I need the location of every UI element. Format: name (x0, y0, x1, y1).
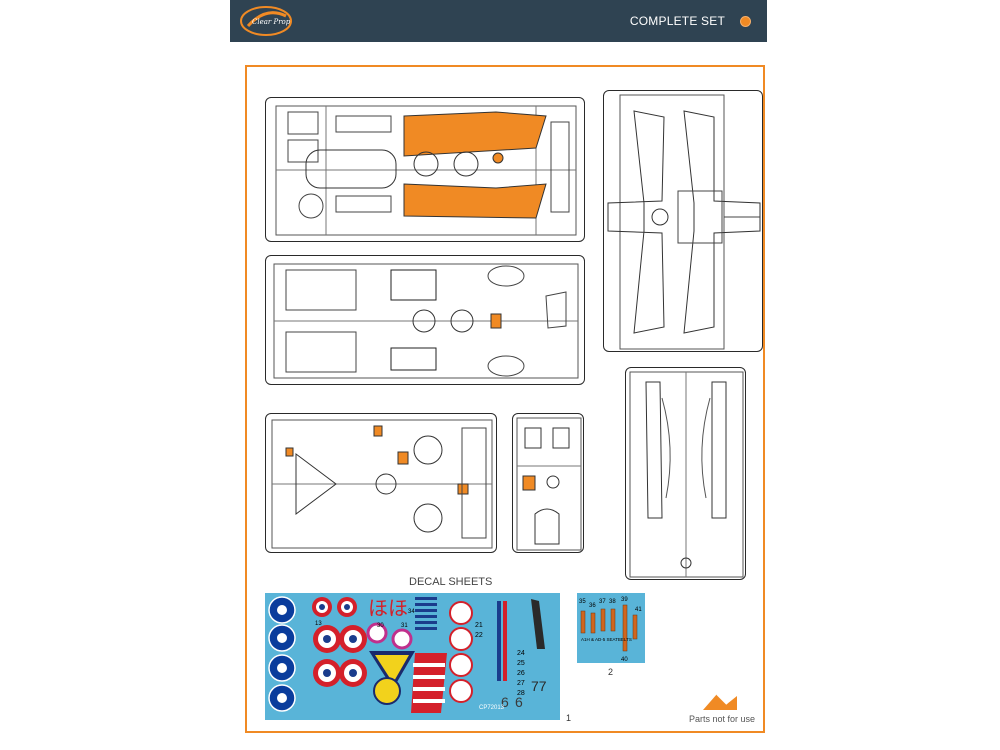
decal-sheet-1: ほ ほ 21 22 24 25 26 27 28 (265, 593, 560, 720)
decal2-caption: A1H & AD-5 SEATBELTS (581, 637, 632, 642)
decal-sheet-1-number: 1 (566, 713, 572, 723)
decal-number-31: 31 (401, 623, 408, 629)
decal-number-34: 34 (408, 609, 415, 615)
decal-number-21: 21 (475, 622, 483, 629)
decal-ho-2: ほ (388, 596, 408, 620)
clear-sprue-drawing (629, 371, 744, 578)
decal-sheet-2-number: 2 (608, 667, 614, 677)
decal-number-24: 24 (517, 650, 525, 657)
decal-sheets-title: DECAL SHEETS (409, 576, 493, 588)
sprue-c (265, 413, 497, 553)
orange-dot-icon (740, 16, 751, 27)
parts-not-for-use-note: Parts not for use (689, 714, 756, 724)
sprue-b (265, 255, 585, 385)
sprue-b-drawing (273, 263, 579, 379)
decal-ho-1: ほ (368, 596, 388, 620)
decal-number-22: 22 (475, 632, 483, 639)
sprue-c-drawing (271, 419, 493, 549)
decal2-number-40: 40 (621, 657, 628, 663)
decal-number-25: 25 (517, 660, 525, 667)
decal-number-6a: 6 (501, 694, 509, 710)
decal2-number-39: 39 (621, 597, 628, 603)
page-title: COMPLETE SET (629, 14, 725, 28)
decal-number-27: 27 (517, 680, 525, 687)
decal-number-26: 26 (517, 670, 525, 677)
sprue-wing (603, 90, 763, 352)
decal-sheet-2-artwork: 35 36 37 38 39 40 41 A1H & AD-5 SEATBELT… (579, 597, 642, 663)
decal2-number-37: 37 (599, 599, 606, 605)
sprue-clear (625, 367, 746, 580)
decal2-number-38: 38 (609, 599, 616, 605)
decal-sheet-2: 35 36 37 38 39 40 41 A1H & AD-5 SEATBELT… (577, 593, 645, 663)
svg-text:Clear Prop: Clear Prop (252, 18, 291, 26)
parts-not-for-use-icon (703, 693, 737, 710)
decal2-number-41: 41 (635, 607, 642, 613)
decal2-number-36: 36 (589, 603, 596, 609)
decal-number-13: 13 (315, 621, 322, 627)
wing-drawing (607, 94, 761, 350)
decal2-number-35: 35 (579, 599, 586, 605)
clear-prop-logo: Clear Prop (240, 6, 292, 36)
sprue-d-drawing (516, 417, 582, 551)
sprue-d (512, 413, 584, 553)
header-bar: Clear Prop COMPLETE SET (230, 0, 767, 42)
decal-number-77: 77 (531, 678, 547, 694)
decal-number-28: 28 (517, 690, 525, 697)
sprue-a (265, 97, 585, 242)
decal-sheet-1-artwork: ほ ほ 21 22 24 25 26 27 28 (268, 596, 547, 713)
decal-code: CP72013 (479, 705, 505, 711)
sprue-a-drawing (275, 105, 577, 236)
decal-number-30: 30 (377, 623, 384, 629)
decal-number-6b: 6 (515, 694, 523, 710)
